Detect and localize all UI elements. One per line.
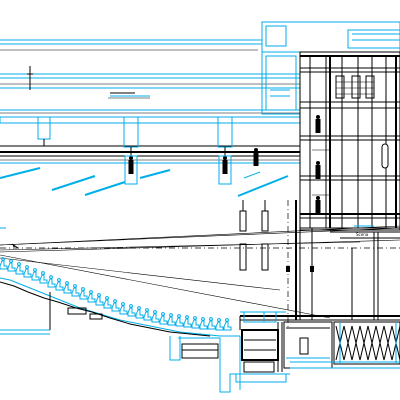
technician-figures (124, 115, 321, 214)
seat (23, 268, 32, 278)
spectator-head (137, 306, 141, 310)
seat (167, 316, 176, 326)
seat (0, 260, 8, 270)
spectator-head (113, 299, 117, 303)
person-figure (315, 115, 321, 133)
spectator-head (81, 287, 85, 291)
seat (143, 311, 152, 321)
spectator-head (97, 293, 101, 297)
spectator-head (177, 314, 181, 318)
seat (31, 271, 40, 281)
person-figure (218, 155, 232, 185)
seat (47, 278, 56, 288)
spectator-head (57, 278, 61, 282)
spectator-head (65, 281, 69, 285)
person-figure (253, 148, 259, 166)
spectator-head (89, 290, 93, 294)
person-figure (315, 161, 321, 179)
spectator-head (225, 318, 229, 322)
seat (183, 318, 192, 328)
spectator-head (105, 296, 109, 300)
acoustic-reflectors (0, 167, 289, 197)
spectator-head (41, 271, 45, 275)
seat (55, 281, 64, 291)
audience-seating (0, 257, 232, 331)
spectator-head (25, 265, 29, 269)
spectator-head (121, 302, 125, 306)
spectator-head (193, 316, 197, 320)
seat (191, 319, 200, 329)
stage-label: Scena (356, 232, 369, 237)
spectator-head (1, 257, 5, 261)
seat (79, 290, 88, 300)
seat (119, 305, 128, 315)
seat (127, 307, 136, 317)
seat (95, 296, 104, 306)
spectator-head (49, 275, 53, 279)
sight-lines (0, 225, 400, 319)
spectator-head (9, 259, 13, 263)
seat (223, 321, 232, 331)
fly-tower (299, 51, 400, 231)
seat (111, 302, 120, 312)
seat (207, 320, 216, 330)
seat (87, 293, 96, 303)
spectator-head (217, 318, 221, 322)
seat (7, 262, 16, 272)
seat (151, 313, 160, 323)
seat (215, 321, 224, 331)
fly-tower-top (261, 21, 400, 115)
seat (71, 287, 80, 297)
spectator-head (17, 262, 21, 266)
seat (103, 299, 112, 309)
seat (199, 320, 208, 330)
spectator-head (129, 304, 133, 308)
seat (135, 309, 144, 319)
spectator-head (209, 317, 213, 321)
proscenium: Scena (286, 200, 400, 330)
lighting-bridges (239, 200, 269, 271)
seat (63, 284, 72, 294)
seat (39, 274, 48, 284)
spectator-head (161, 312, 165, 316)
seat (159, 315, 168, 325)
person-figure (315, 196, 321, 214)
seat (175, 317, 184, 327)
spectator-head (153, 310, 157, 314)
roof-structure (0, 39, 300, 118)
spectator-head (185, 315, 189, 319)
spectator-head (201, 317, 205, 321)
spectator-head (73, 284, 77, 288)
balcony-edge (0, 227, 19, 249)
spectator-head (145, 308, 149, 312)
seat (15, 265, 24, 275)
spectator-head (169, 313, 173, 317)
spectator-head (33, 268, 37, 272)
person-figure (124, 155, 138, 185)
auditorium-floor (0, 277, 240, 337)
stage-floor (240, 311, 400, 323)
substructure (169, 316, 400, 393)
